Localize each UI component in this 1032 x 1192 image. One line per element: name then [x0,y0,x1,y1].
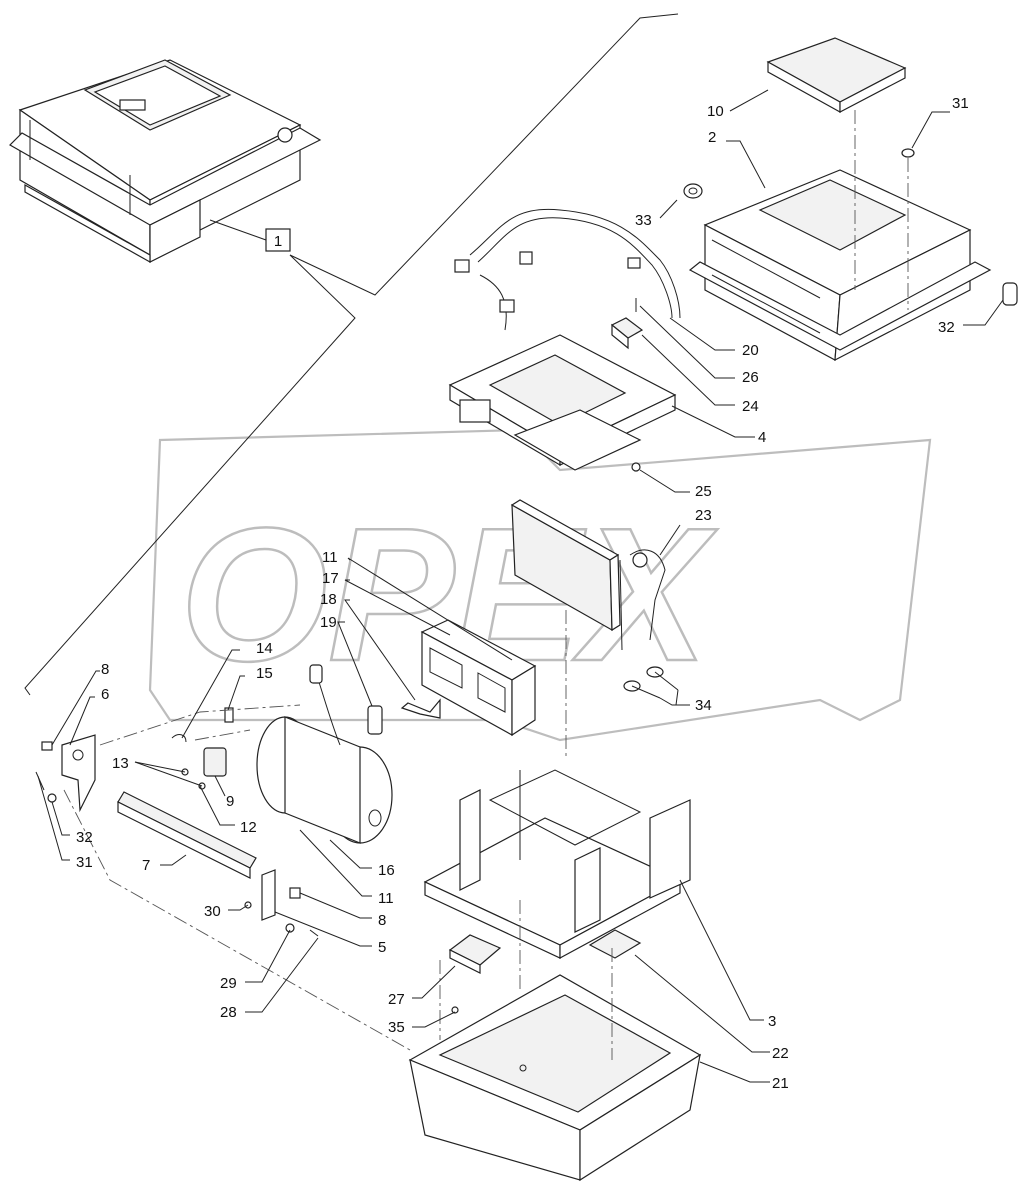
part-11-mounting-plate [420,619,537,737]
part-34-clamps [623,666,679,699]
alignment-lines [63,704,613,1060]
callout-17: 17 [322,570,339,587]
part-20-wiring-harness [454,208,681,331]
part-8-clip-right [289,887,301,899]
callout-6: 6 [101,686,109,703]
assembled-heater-unit [9,59,322,264]
callout-19: 19 [320,614,337,631]
part-6-bracket [61,734,96,813]
callout-15: 15 [256,665,273,682]
part-28-30-fasteners [244,901,319,937]
callout-10: 10 [707,103,724,120]
part-10-cover [766,37,907,114]
part-31-screw [901,148,915,158]
callout-4: 4 [758,429,766,446]
part-32-clip-top [1002,282,1018,306]
callout-13: 13 [112,755,129,772]
callout-31-left: 31 [76,854,93,871]
part-5-bracket [261,869,276,921]
callout-35: 35 [388,1019,405,1036]
part-16-blower [256,664,393,844]
part-24-connector [610,317,644,350]
callout-labels: 10 31 2 33 32 20 26 24 4 25 23 11 17 18 … [76,95,969,1092]
callout-8-right: 8 [378,912,386,929]
callout-34: 34 [695,697,712,714]
assembly-divider-lines [24,13,679,696]
part-27-foam-block [448,934,502,974]
part-7-panel [117,791,257,879]
callout-33: 33 [635,212,652,229]
callout-28: 28 [220,1004,237,1021]
part-33-grommet [683,183,703,199]
callout-7: 7 [142,857,150,874]
callout-27: 27 [388,991,405,1008]
callout-18: 18 [320,591,337,608]
callout-5: 5 [378,939,386,956]
part-22-plate [588,929,642,959]
part-9-switch [203,747,227,777]
part-2-top-housing [688,169,992,362]
callout-30: 30 [204,903,221,920]
callout-12: 12 [240,819,257,836]
callout-20: 20 [742,342,759,359]
part-3-heater-case [423,769,691,960]
part-14-clip [171,734,187,743]
part-35-screw [451,1006,459,1014]
callout-24: 24 [742,398,759,415]
part-23-heater-core [510,499,666,651]
callout-26: 26 [742,369,759,386]
leader-lines [37,89,1004,1083]
callout-32-top: 32 [938,319,955,336]
callout-29: 29 [220,975,237,992]
callout-21: 21 [772,1075,789,1092]
callout-22: 22 [772,1045,789,1062]
part-18-bracket [400,698,441,719]
callout-23: 23 [695,507,712,524]
callout-8-left: 8 [101,661,109,678]
callout-9: 9 [226,793,234,810]
part-19-resistor [367,705,383,735]
callout-31-top: 31 [952,95,969,112]
callout-2: 2 [708,129,716,146]
part-21-base-tray [408,974,702,1182]
callout-11-top: 11 [322,549,338,566]
callout-3: 3 [768,1013,776,1030]
part-31-32-fasteners-left [35,771,57,803]
callout-32-left: 32 [76,829,93,846]
callout-11-bottom: 11 [378,890,394,907]
part-8-clip-left [41,741,53,751]
part-4-frame [448,334,677,471]
assembly-ref-label: 1 [274,233,282,250]
part-25-nut [631,462,641,472]
callout-14: 14 [256,640,273,657]
callout-16: 16 [378,862,395,879]
callout-25: 25 [695,483,712,500]
